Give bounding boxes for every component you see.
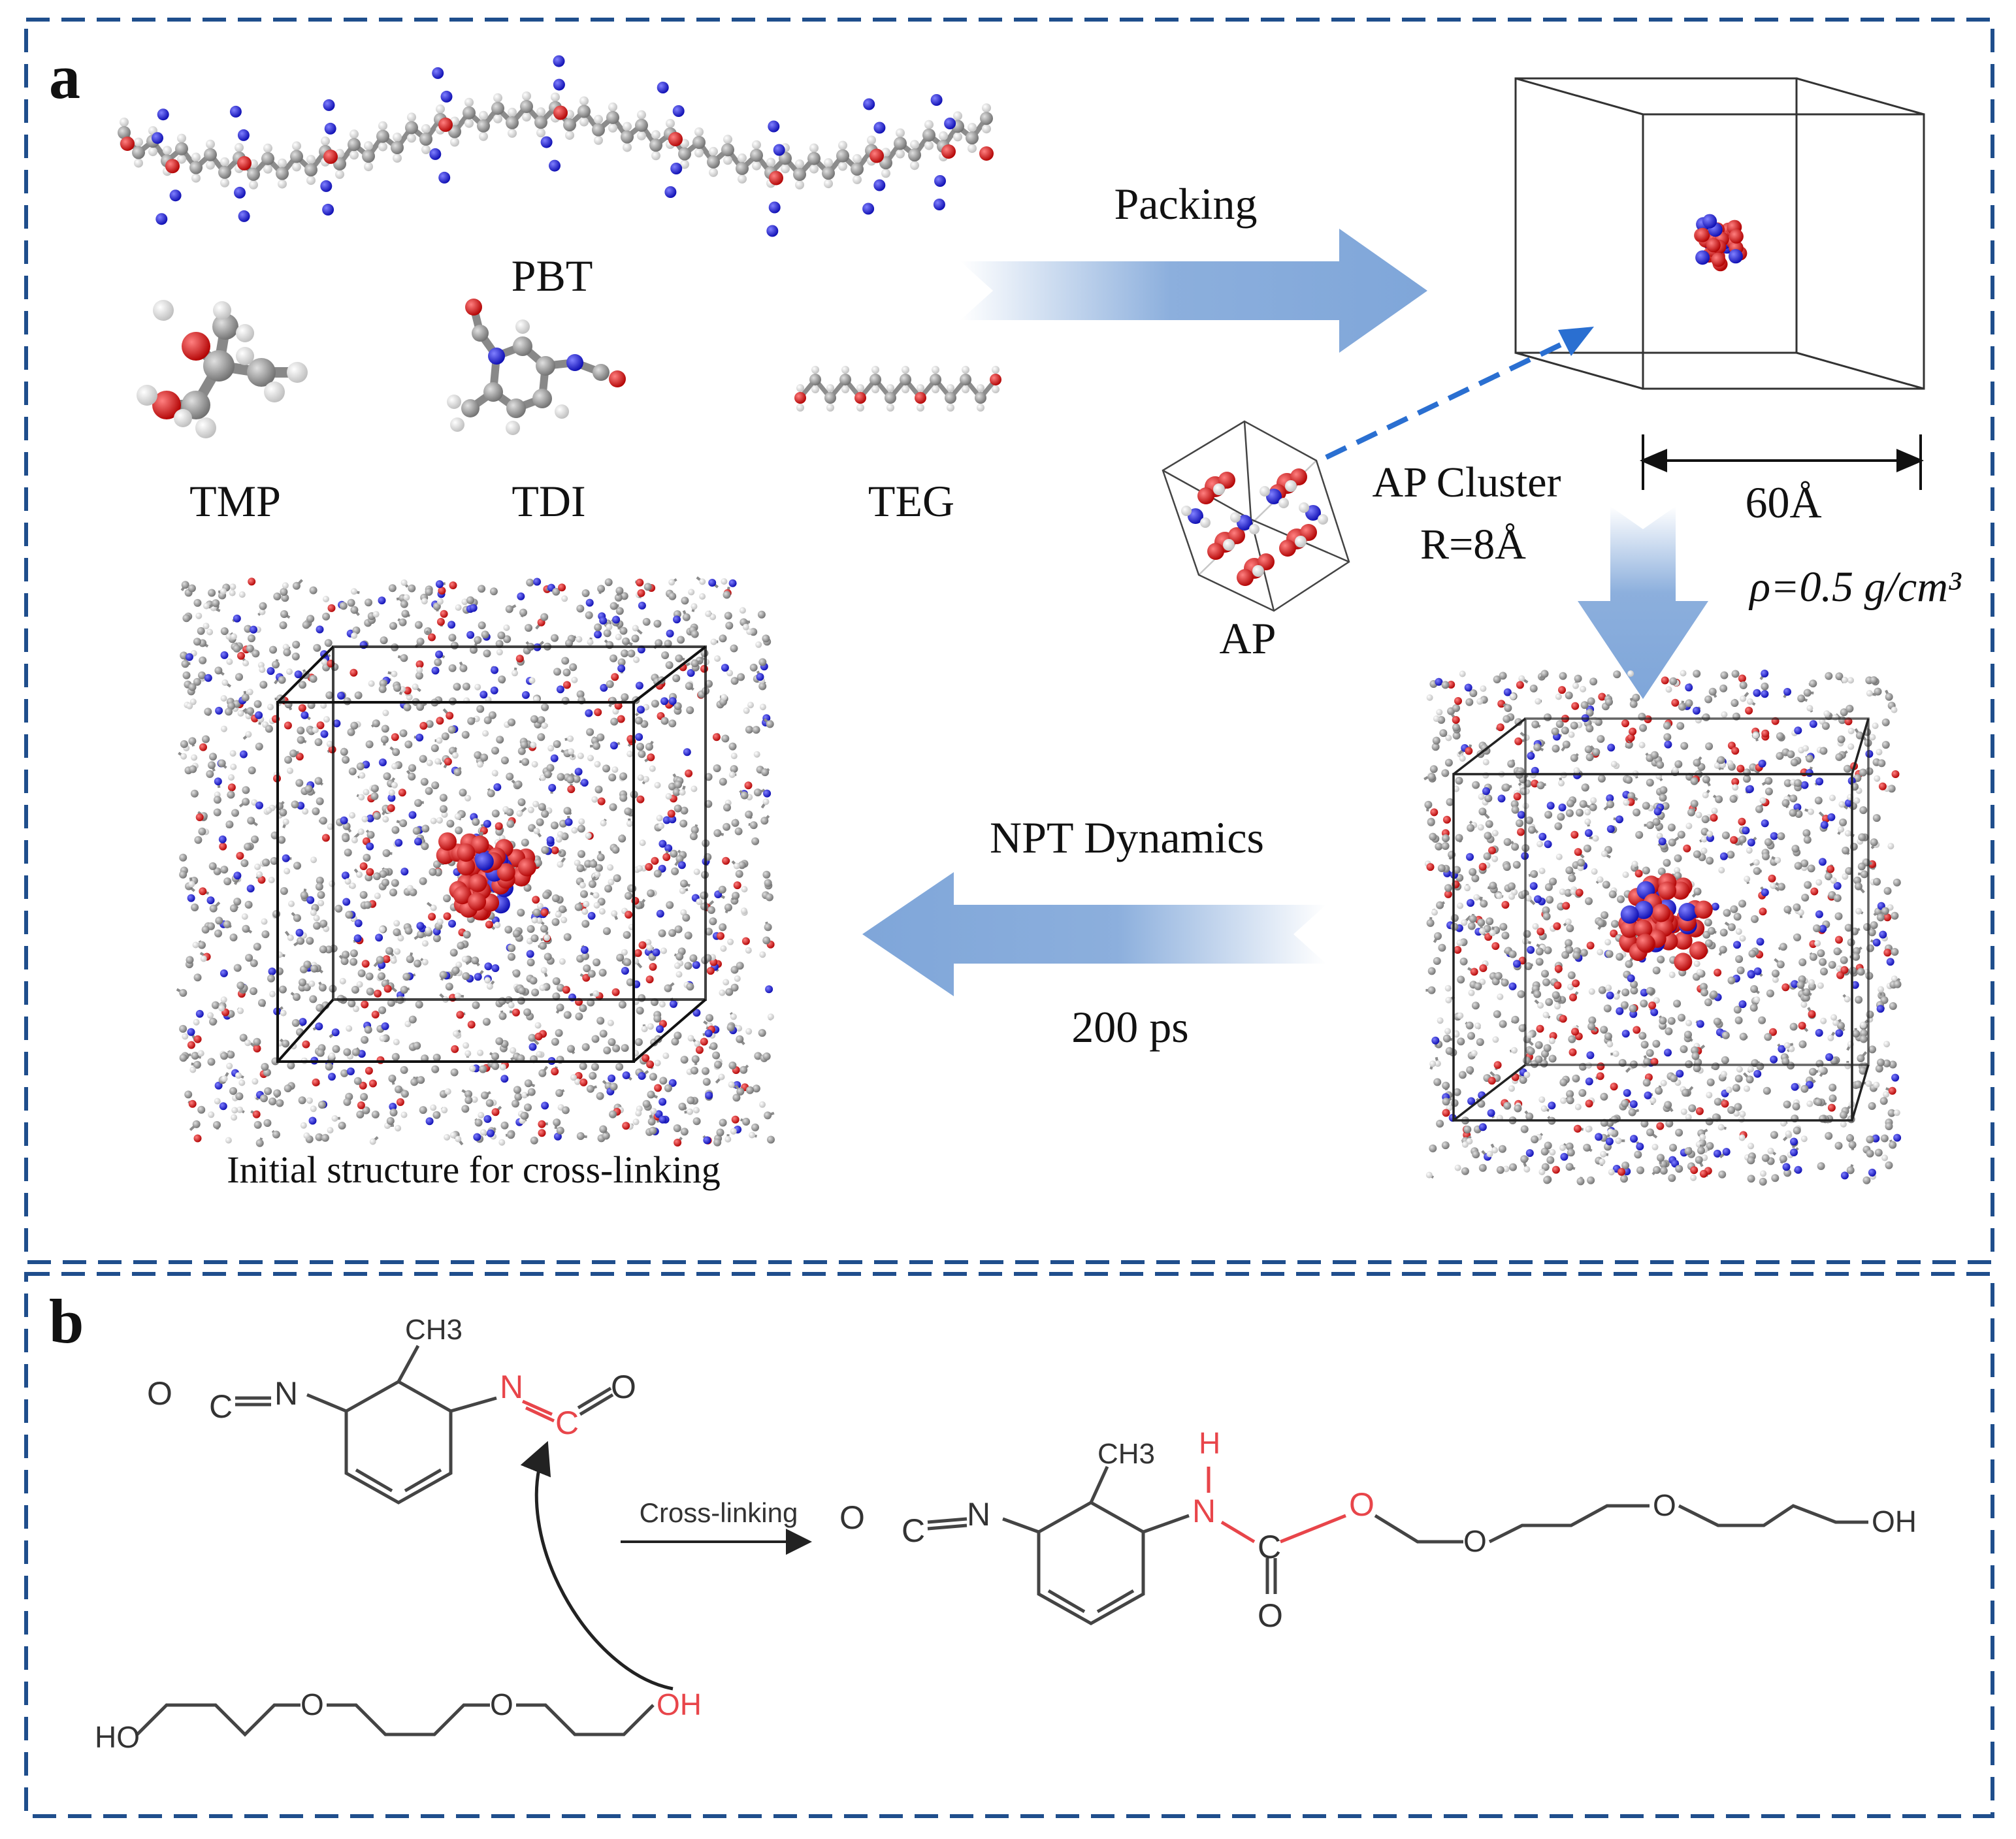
reactant-teg-oh: OH bbox=[657, 1687, 702, 1721]
product-oh: OH bbox=[1872, 1505, 1917, 1538]
product-n-right: N bbox=[1192, 1493, 1216, 1529]
ap-label: AP bbox=[1220, 613, 1276, 663]
reactant-teg bbox=[136, 1703, 655, 1737]
product-o-left: O bbox=[839, 1499, 865, 1536]
caption-initial-structure: Initial structure for cross-linking bbox=[227, 1148, 720, 1191]
reactant-teg-ho: HO bbox=[95, 1720, 140, 1754]
down-arrow bbox=[1578, 506, 1708, 699]
reaction-label: Cross-linking bbox=[640, 1497, 798, 1528]
box-size-dimension bbox=[1639, 434, 1925, 490]
product-o-carbonyl: O bbox=[1258, 1597, 1283, 1634]
reactant-c-right: C bbox=[555, 1405, 579, 1441]
npt-arrow bbox=[862, 872, 1326, 996]
panel-b-letter: b bbox=[49, 1286, 84, 1356]
reactant-tdi bbox=[235, 1344, 614, 1505]
product-molecule bbox=[927, 1465, 1868, 1625]
ap-insert-arrowhead bbox=[1558, 327, 1594, 356]
nucleophilic-attack-arrow bbox=[520, 1440, 674, 1691]
reactant-c-left: C bbox=[209, 1388, 233, 1425]
packed-box-empty bbox=[1514, 77, 1925, 390]
reactant-teg-o1: O bbox=[301, 1687, 324, 1721]
panel-b-frame bbox=[24, 1272, 1994, 1818]
reactant-n-left: N bbox=[274, 1375, 298, 1412]
npt-label: NPT Dynamics bbox=[990, 813, 1264, 862]
density-label: ρ=0.5 g/cm³ bbox=[1748, 563, 1962, 611]
reactant-n-right: N bbox=[500, 1369, 523, 1405]
tmp-molecule bbox=[137, 300, 308, 438]
product-o-ether1: O bbox=[1463, 1524, 1487, 1558]
ap-cluster-label: AP Cluster bbox=[1372, 459, 1561, 506]
product-n-left: N bbox=[967, 1496, 990, 1533]
product-methyl: CH3 bbox=[1097, 1438, 1155, 1470]
panel-a-frame bbox=[24, 18, 1994, 1264]
tdi-label: TDI bbox=[512, 476, 585, 526]
ap-unit-cell bbox=[1162, 420, 1350, 612]
ap-cluster-in-box bbox=[1694, 214, 1748, 272]
product-c-left: C bbox=[902, 1512, 925, 1549]
teg-molecule bbox=[794, 366, 1001, 412]
tmp-label: TMP bbox=[189, 476, 281, 526]
packed-box-full bbox=[1423, 670, 1902, 1186]
ap-insert-arrow bbox=[1325, 337, 1572, 460]
npt-time-label: 200 ps bbox=[1071, 1002, 1188, 1052]
pbt-label: PBT bbox=[512, 251, 593, 301]
reactant-methyl: CH3 bbox=[405, 1314, 463, 1346]
tdi-molecule bbox=[447, 299, 626, 435]
panel-a-letter: a bbox=[49, 42, 80, 112]
pbt-molecule bbox=[118, 55, 994, 237]
product-o-ether2: O bbox=[1653, 1488, 1676, 1522]
box-size-label: 60Å bbox=[1745, 478, 1821, 527]
product-o-ester: O bbox=[1349, 1486, 1374, 1523]
reactant-teg-o2: O bbox=[490, 1687, 513, 1721]
equilibrated-box bbox=[176, 576, 775, 1147]
reactant-o-right: O bbox=[611, 1369, 636, 1405]
product-c-carbonyl: C bbox=[1258, 1529, 1281, 1565]
packing-arrow bbox=[960, 229, 1427, 353]
reactant-o-left: O bbox=[147, 1375, 172, 1412]
packing-label: Packing bbox=[1114, 179, 1257, 229]
product-h: H bbox=[1199, 1426, 1220, 1460]
ap-radius-label: R=8Å bbox=[1420, 521, 1526, 568]
teg-label: TEG bbox=[868, 476, 954, 526]
